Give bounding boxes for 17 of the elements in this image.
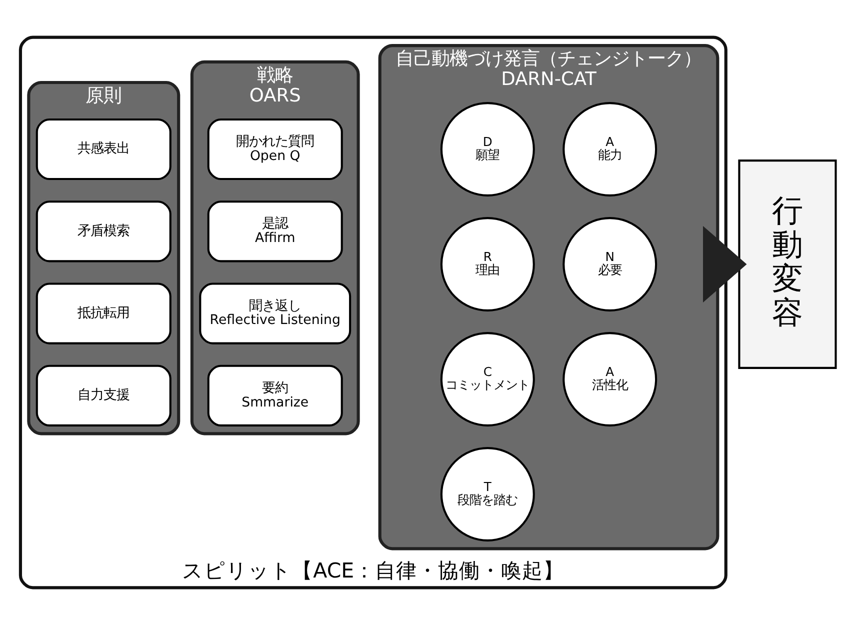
node-circle: D 願望 [440, 102, 535, 196]
node-box: 抵抗転用 [36, 282, 172, 344]
node-box: 矛盾模索 [36, 200, 172, 262]
node-circle: A 活性化 [562, 332, 658, 426]
node-circle: N 必要 [562, 216, 658, 311]
node-box: 聞き返し Reflective Listening [199, 282, 352, 344]
node-circle: T 段階を踏む [440, 446, 535, 541]
node-box: 自力支援 [36, 364, 172, 426]
node-box: 要約 Smmarize [207, 364, 343, 426]
node-box: 開かれた質問 Open Q [207, 118, 343, 180]
node-circle: R 理由 [440, 216, 535, 311]
node-box: 共感表出 [36, 118, 172, 180]
node-box: 是認 Affirm [207, 200, 343, 262]
arrow [703, 225, 747, 302]
node-box: 行動変容 [738, 159, 837, 368]
node-circle: C コミットメント [440, 332, 535, 426]
node-circle: A 能力 [562, 102, 658, 196]
